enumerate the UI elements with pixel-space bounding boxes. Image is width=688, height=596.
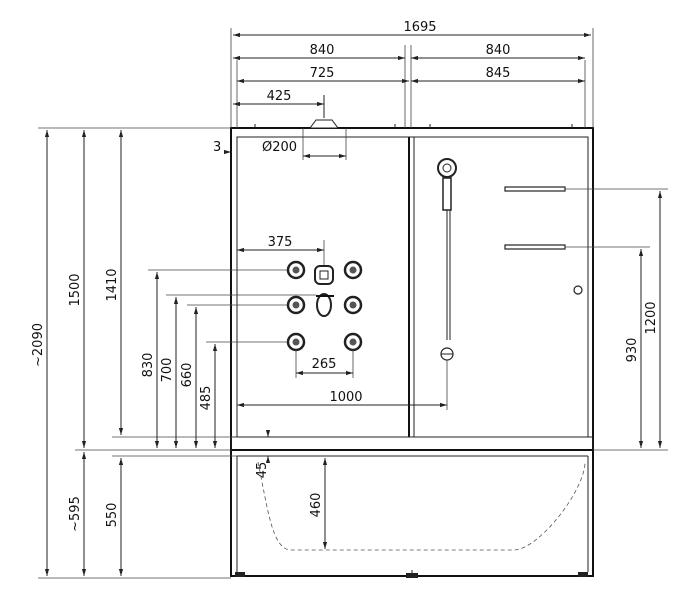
dim-hand-shower-offset: 1000 [329, 390, 362, 405]
dim-tub-height-595: ~595 [68, 496, 83, 532]
dim-tub-height-550: 550 [105, 503, 120, 528]
jet-icon [343, 295, 363, 315]
jet-icon [286, 332, 306, 352]
dim-rain-diameter: Ø200 [262, 140, 297, 155]
dim-jet-660: 660 [180, 363, 195, 388]
jet-icon [343, 332, 363, 352]
dim-right-inner: 845 [486, 66, 511, 81]
dim-shelf-1200: 1200 [644, 301, 659, 334]
detail-dimensions: 3 Ø200 [213, 128, 347, 160]
rain-shower-head [309, 95, 339, 129]
dim-jet-spacing: 265 [312, 357, 337, 372]
dim-shelf-930: 930 [625, 338, 640, 363]
dim-jet-830: 830 [141, 353, 156, 378]
jet-icon [286, 260, 306, 280]
right-dimensions: 1200 930 [565, 188, 668, 451]
jet-height-dimensions: 830 700 660 485 [141, 269, 316, 448]
dim-tub-edge: 45 [255, 462, 270, 479]
dim-wall-3: 3 [213, 140, 221, 155]
jet-icon [343, 260, 363, 280]
dim-jet-700: 700 [160, 358, 175, 383]
dim-right-width: 840 [486, 43, 511, 58]
top-dimensions: 1695 840 840 725 845 425 [230, 20, 594, 128]
hand-shower-offset-dim: 1000 [237, 360, 448, 410]
dim-tub-depth: 460 [309, 493, 324, 518]
shelves [504, 186, 583, 295]
dim-jet-485: 485 [199, 386, 214, 411]
tub-dimensions: 45 460 [255, 430, 328, 549]
left-dimensions: ~2090 1500 ~595 1410 550 [31, 127, 237, 579]
body-jets [286, 260, 363, 352]
jet-spacing-dim: 265 [295, 350, 354, 378]
jet-icon [286, 295, 306, 315]
bathtub [230, 449, 594, 578]
dim-left-inner: 725 [310, 66, 335, 81]
cabin-frame [230, 124, 594, 451]
dim-left-width: 840 [310, 43, 335, 58]
panel-offset-dim: 375 [237, 235, 325, 265]
dim-panel-offset: 375 [268, 235, 293, 250]
dim-inner-height: 1410 [105, 268, 120, 301]
dim-overall-height: ~2090 [31, 323, 46, 367]
hand-shower [437, 158, 457, 361]
dim-cabin-height: 1500 [68, 273, 83, 306]
mixer-panel [314, 265, 334, 317]
dim-shower-offset: 425 [267, 89, 292, 104]
dim-total-width: 1695 [403, 20, 436, 35]
